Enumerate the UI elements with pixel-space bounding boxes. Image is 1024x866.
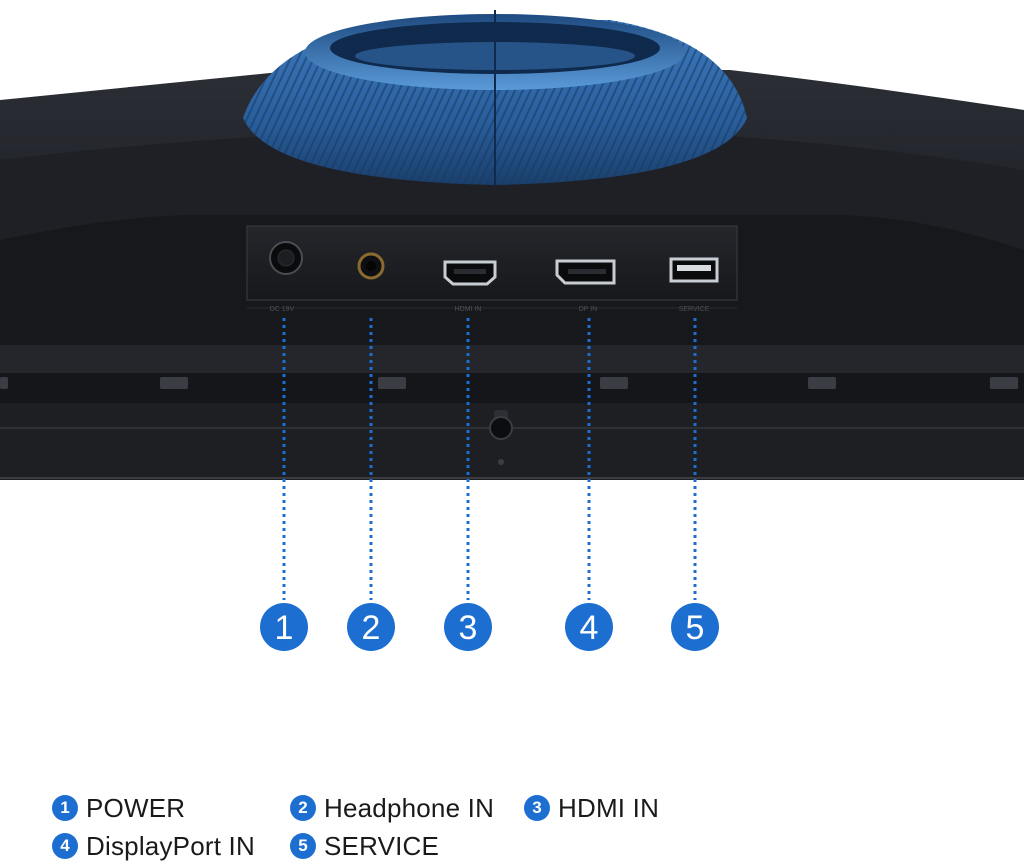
monitor-bottom-edge [0, 403, 1024, 480]
callout-number: 1 [275, 609, 294, 647]
joystick-button [489, 410, 513, 465]
callouts: 1 2 3 4 5 [260, 603, 719, 651]
callout-number: 5 [686, 609, 705, 647]
legend-item-power: 1 POWER [52, 792, 185, 824]
port-print-labels: DC 19V HDMI IN DP IN SERVICE [270, 306, 710, 313]
hdmi-port-icon [443, 260, 497, 286]
stand-ring [243, 10, 747, 186]
displayport-port-icon [555, 259, 616, 285]
legend-number: 1 [52, 795, 78, 821]
port-print-label: HDMI IN [455, 306, 482, 313]
monitor-lower-bezel [0, 345, 1024, 373]
port-print-label: DC 19V [270, 306, 295, 313]
legend-number: 5 [290, 833, 316, 859]
legend-item-displayport: 4 DisplayPort IN [52, 830, 255, 862]
port-print-label: DP IN [579, 306, 598, 313]
headphone-jack-icon [357, 252, 385, 280]
usb-port-icon [669, 257, 719, 283]
legend-label: SERVICE [324, 830, 440, 861]
legend-number: 3 [524, 795, 550, 821]
callout-number: 2 [362, 609, 381, 647]
bezel-clips [0, 377, 1018, 389]
legend-item-service: 5 SERVICE [290, 830, 439, 862]
legend-label: Headphone IN [324, 792, 495, 823]
legend-label: POWER [86, 792, 186, 823]
legend-item-headphone: 2 Headphone IN [290, 792, 494, 824]
callout-4: 4 [565, 603, 613, 651]
callout-1: 1 [260, 603, 308, 651]
callout-number: 4 [580, 609, 599, 647]
port-print-label: SERVICE [679, 306, 710, 313]
legend-label: DisplayPort IN [86, 830, 255, 861]
callout-3: 3 [444, 603, 492, 651]
callout-5: 5 [671, 603, 719, 651]
legend: 1 POWER 2 Headphone IN 3 HDMI IN 4 Displ… [52, 792, 1012, 862]
legend-number: 2 [290, 795, 316, 821]
callout-2: 2 [347, 603, 395, 651]
callout-number: 3 [459, 609, 478, 647]
legend-label: HDMI IN [558, 792, 660, 823]
legend-item-hdmi: 3 HDMI IN [524, 792, 659, 824]
leader-lines [282, 318, 697, 600]
dc-power-jack-icon [269, 241, 303, 275]
legend-number: 4 [52, 833, 78, 859]
monitor-vent-strip [0, 373, 1024, 403]
